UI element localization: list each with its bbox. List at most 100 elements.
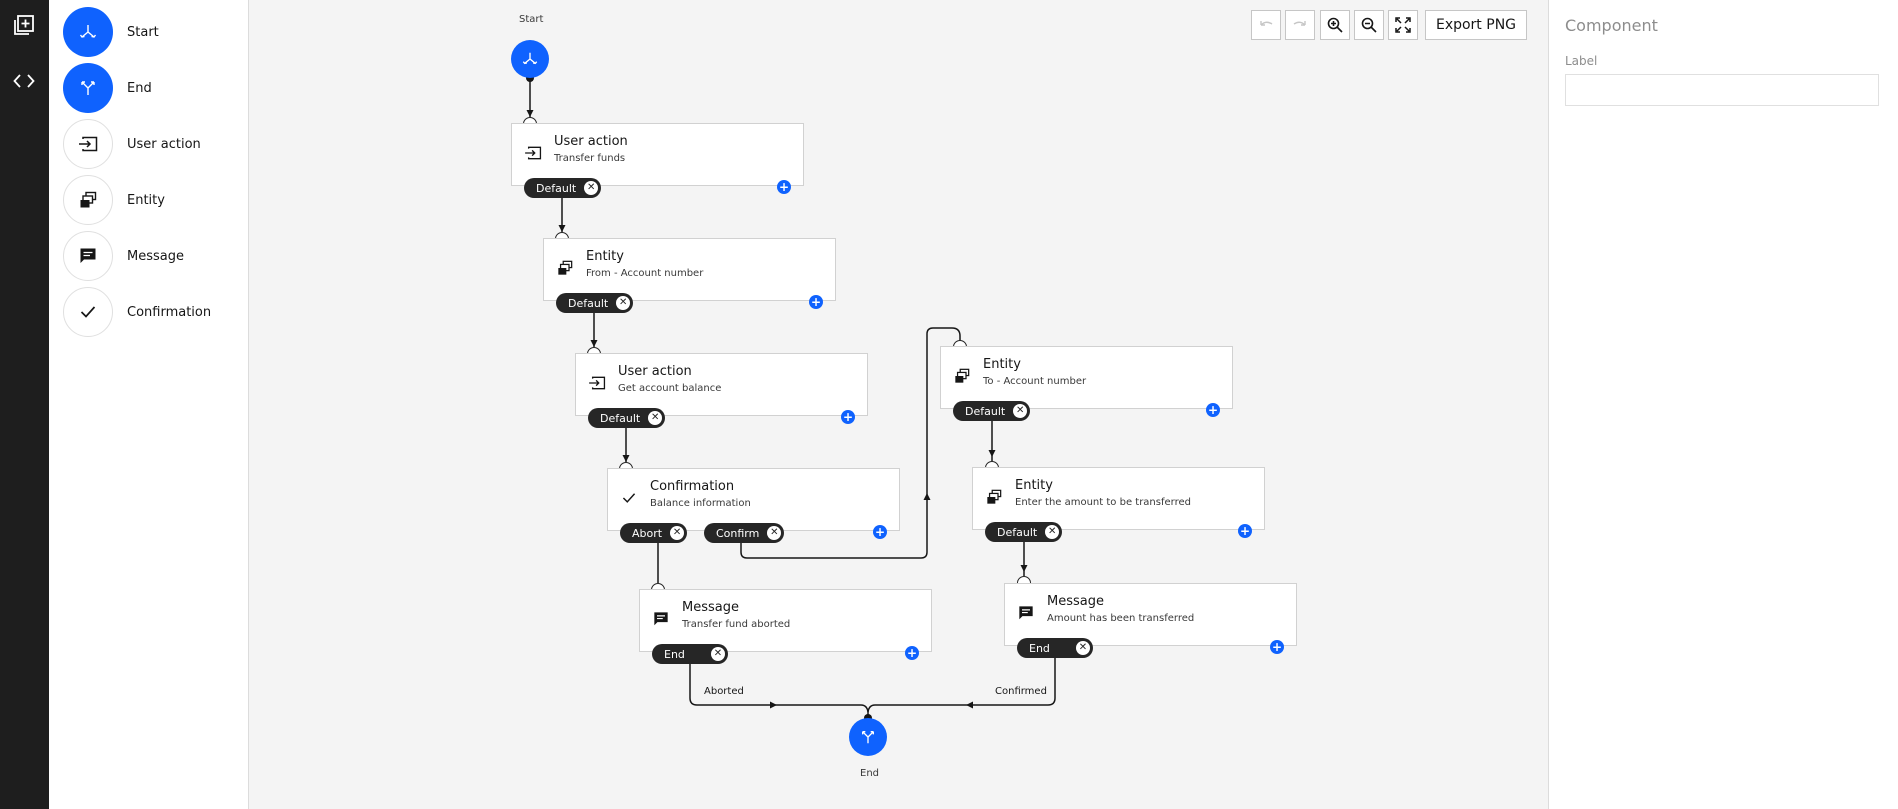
node-confirmation-balance[interactable]: Confirmation Balance information Abort✕ … (607, 468, 900, 543)
arrowhead (966, 701, 973, 709)
branch-label: End (664, 647, 685, 661)
node-title: User action (554, 134, 628, 149)
remove-branch-icon[interactable]: ✕ (1013, 404, 1028, 418)
label-field-label: Label (1565, 54, 1598, 68)
palette-item-user-action[interactable]: User action (63, 118, 243, 170)
add-branch-button[interactable]: + (905, 646, 919, 660)
node-user-action-transfer-funds[interactable]: User action Transfer funds Default✕ + (511, 123, 804, 198)
arrowhead (1020, 565, 1028, 572)
add-component-icon[interactable] (9, 10, 39, 40)
branch-pill[interactable]: Default✕ (985, 522, 1063, 542)
edge-label-confirmed: Confirmed (995, 686, 1047, 697)
connections-layer (526, 74, 1056, 722)
arrowhead (770, 701, 777, 709)
add-branch-button[interactable]: + (777, 180, 791, 194)
branch-pill[interactable]: Default ✕ (588, 408, 666, 428)
branch-label: Default (600, 411, 641, 425)
palette-item-entity[interactable]: Entity (63, 174, 243, 226)
start-label: Start (519, 14, 544, 25)
flow-canvas[interactable]: Export PNG Start User action Transfer fu… (249, 0, 1548, 809)
fit-to-screen-button[interactable] (1388, 10, 1418, 40)
message-icon (63, 231, 113, 281)
palette-label: Start (127, 24, 159, 40)
start-icon (522, 52, 538, 65)
palette-label: Confirmation (127, 304, 212, 320)
remove-branch-icon[interactable]: ✕ (648, 411, 663, 425)
connection-aborted-to-end (689, 662, 869, 718)
palette-item-end[interactable]: End (63, 62, 243, 114)
node-subtitle: Transfer fund aborted (682, 619, 791, 630)
node-subtitle: Amount has been transferred (1047, 613, 1195, 624)
redo-icon (1293, 21, 1306, 26)
branch-label: Abort (632, 526, 663, 540)
branch-label: End (1029, 641, 1050, 655)
panel-title: Component (1565, 16, 1658, 35)
node-subtitle: Transfer funds (554, 153, 626, 164)
node-entity-from-account[interactable]: Entity From - Account number Default✕ + (543, 238, 836, 313)
code-icon[interactable] (9, 66, 39, 96)
start-icon (63, 7, 113, 57)
add-branch-button[interactable]: + (1238, 524, 1252, 538)
message-icon (652, 610, 670, 628)
remove-branch-icon[interactable]: ✕ (616, 296, 631, 310)
node-entity-to-account[interactable]: Entity To - Account number Default✕ + (940, 346, 1233, 421)
node-title: Message (1047, 594, 1104, 609)
add-branch-button[interactable]: + (841, 410, 855, 424)
undo-button[interactable] (1251, 10, 1281, 40)
add-branch-button[interactable]: + (1206, 403, 1220, 417)
branch-pill[interactable]: End ✕ (1017, 638, 1093, 658)
remove-branch-icon[interactable]: ✕ (1045, 525, 1060, 539)
branch-label: Confirm (716, 526, 760, 540)
palette-item-start[interactable]: Start (63, 6, 243, 58)
zoom-in-button[interactable] (1320, 10, 1350, 40)
connection-confirmed-to-end (867, 656, 1056, 713)
connection-confirm-to-entity (740, 327, 961, 559)
node-title: Confirmation (650, 479, 735, 494)
properties-panel: Component Label (1548, 0, 1898, 809)
add-branch-button[interactable]: + (1270, 640, 1284, 654)
branch-pill[interactable]: Default ✕ (556, 293, 634, 313)
message-icon (1017, 604, 1035, 622)
remove-branch-icon[interactable]: ✕ (767, 526, 782, 540)
redo-button[interactable] (1285, 10, 1315, 40)
zoom-in-icon (1327, 17, 1343, 33)
arrowhead (590, 340, 598, 347)
node-title: User action (618, 364, 692, 379)
node-entity-amount[interactable]: Entity Enter the amount to be transferre… (972, 467, 1265, 542)
branch-pill-confirm[interactable]: Confirm ✕ (704, 523, 785, 543)
branch-pill[interactable]: Default✕ (524, 178, 602, 198)
remove-branch-icon[interactable]: ✕ (584, 181, 599, 195)
node-message-aborted[interactable]: Message Transfer fund aborted End✕ + (639, 589, 932, 664)
branch-pill[interactable]: Default✕ (953, 401, 1031, 421)
user-action-icon (63, 119, 113, 169)
remove-branch-icon[interactable]: ✕ (1076, 641, 1090, 655)
palette-item-message[interactable]: Message (63, 230, 243, 282)
add-branch-button[interactable]: + (873, 525, 887, 539)
start-node[interactable] (511, 40, 549, 78)
entity-icon (953, 367, 971, 385)
zoom-out-icon (1361, 17, 1377, 33)
entity-icon (63, 175, 113, 225)
remove-branch-icon[interactable]: ✕ (670, 526, 685, 540)
export-png-button[interactable]: Export PNG (1425, 10, 1527, 40)
fit-to-screen-icon (1395, 17, 1411, 33)
branch-pill-abort[interactable]: Abort ✕ (620, 523, 688, 543)
node-subtitle: Balance information (650, 498, 751, 509)
node-message-transferred[interactable]: Message Amount has been transferred End ✕… (1004, 583, 1297, 658)
label-input[interactable] (1565, 74, 1879, 106)
end-node[interactable] (849, 718, 887, 756)
palette-label: Entity (127, 192, 165, 208)
node-title: Entity (1015, 478, 1053, 493)
zoom-out-button[interactable] (1354, 10, 1384, 40)
remove-branch-icon[interactable]: ✕ (711, 647, 725, 661)
node-user-action-balance[interactable]: User action Get account balance Default✕… (575, 353, 868, 428)
branch-label: Default (568, 296, 609, 310)
node-subtitle: Enter the amount to be transferred (1015, 497, 1191, 508)
arrowhead (622, 455, 630, 462)
branch-pill[interactable]: End ✕ (652, 644, 728, 664)
user-action-icon (588, 374, 606, 392)
palette-item-confirmation[interactable]: Confirmation (63, 286, 243, 338)
arrowhead (923, 493, 931, 500)
checkmark-icon (63, 287, 113, 337)
add-branch-button[interactable]: + (809, 295, 823, 309)
